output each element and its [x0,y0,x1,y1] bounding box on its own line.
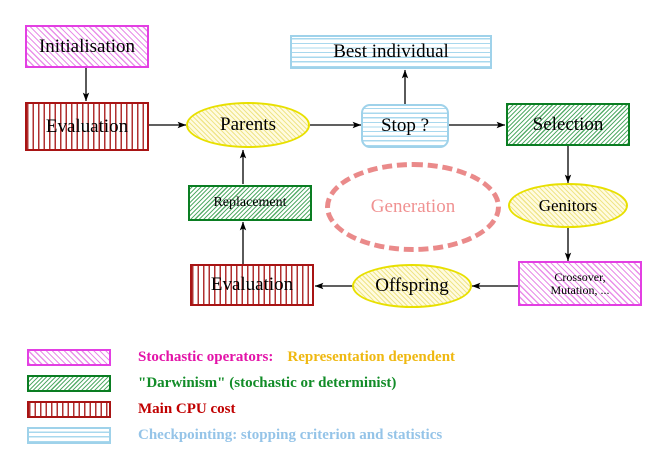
replacement-label: Replacement [213,194,287,210]
generation-label: Generation [370,196,456,217]
node-parents[interactable]: Parents [186,102,310,148]
evaluation-bottom-label: Evaluation [210,274,294,296]
parents-label: Parents [220,114,276,136]
legend-row-main-cpu-cost: Main CPU cost [27,398,236,420]
selection-label: Selection [532,113,604,135]
node-initialisation[interactable]: Initialisation [25,25,149,68]
legend-row-checkpointing: Checkpointing: stopping criterion and st… [27,424,442,446]
legend-label-stochastic-operators: Stochastic operators: Representation depe… [138,349,455,366]
operators-label: Crossover, Mutation, ... [550,269,610,297]
legend-swatch-green-hatch [27,374,111,392]
legend-label-darwinism: "Darwinism" (stochastic or determinist) [138,375,396,392]
node-stop[interactable]: Stop ? [361,104,449,148]
legend-text-secondary-0: Representation dependent [287,348,456,365]
node-offspring[interactable]: Offspring [352,264,472,308]
node-genitors[interactable]: Genitors [508,183,628,228]
best-individual-label: Best individual [333,41,449,63]
genitors-label: Genitors [538,195,598,215]
legend-swatch-magenta-hatch [27,348,111,366]
legend: Stochastic operators: Representation depe… [0,338,662,458]
offspring-label: Offspring [375,275,449,297]
legend-text-primary-3: Checkpointing: stopping criterion and st… [138,426,443,443]
initialisation-label: Initialisation [38,35,136,57]
legend-text-primary-2: Main CPU cost [138,400,236,417]
legend-label-checkpointing: Checkpointing: stopping criterion and st… [138,427,442,444]
node-evaluation-top[interactable]: Evaluation [25,102,149,151]
evaluation-top-label: Evaluation [45,115,129,137]
legend-text-primary-0: Stochastic operators: [138,348,274,365]
legend-swatch-red-vertical-hatch [27,400,111,418]
node-best-individual[interactable]: Best individual [290,35,492,69]
legend-swatch-blue-horizontal-hatch [27,426,111,444]
stop-label: Stop ? [380,115,430,137]
node-operators[interactable]: Crossover, Mutation, ... [518,261,642,306]
generation-cycle-ellipse: Generation [325,162,501,252]
node-replacement[interactable]: Replacement [188,185,312,221]
legend-row-stochastic-operators: Stochastic operators: Representation depe… [27,346,455,368]
node-selection[interactable]: Selection [506,103,630,146]
legend-label-main-cpu-cost: Main CPU cost [138,401,236,418]
legend-text-primary-1: "Darwinism" (stochastic or determinist) [138,374,397,391]
node-evaluation-bottom[interactable]: Evaluation [190,264,314,306]
legend-row-darwinism: "Darwinism" (stochastic or determinist) [27,372,396,394]
